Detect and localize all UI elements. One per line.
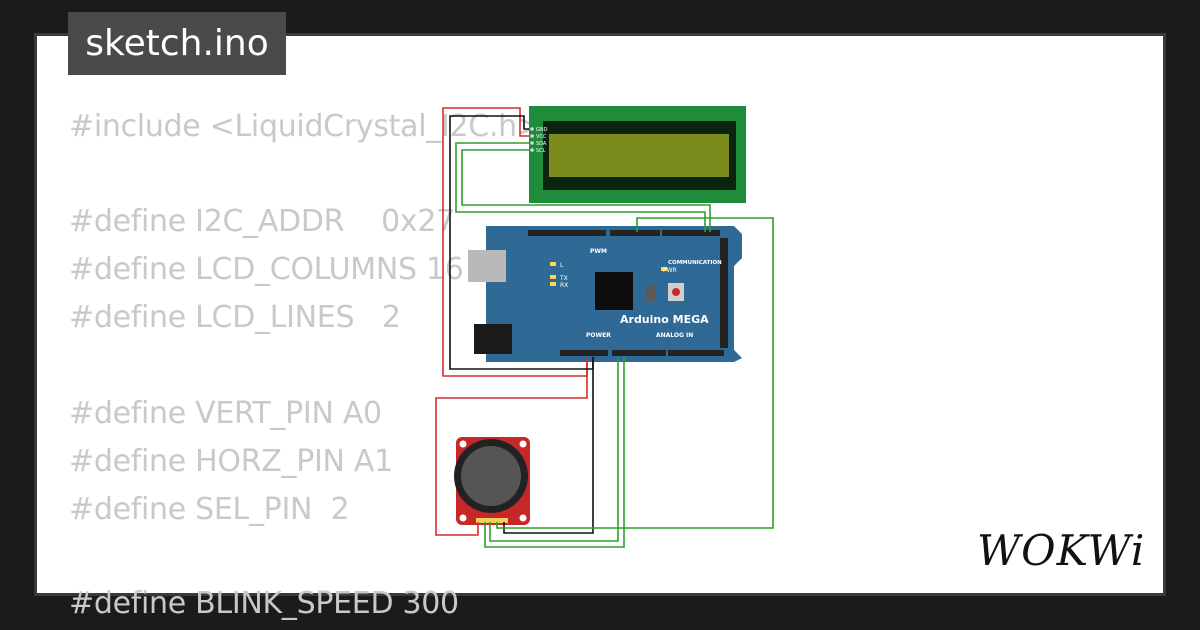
led-l-label: L <box>560 262 564 269</box>
arduino-mega-board[interactable]: L TX RX PWR PWM COMMUNICATION POWER ANAL… <box>468 226 742 362</box>
wokwi-logo: WOKWi <box>977 526 1145 575</box>
lcd-display[interactable]: GND VCC SDA SCL <box>529 106 746 203</box>
lcd-pin-label: GND <box>536 127 548 133</box>
file-tab[interactable]: sketch.ino <box>68 12 286 75</box>
joystick-knob[interactable] <box>461 446 521 506</box>
code-line: #define BLINK_SPEED 300 <box>69 586 459 621</box>
lcd-pin-label: SDA <box>536 141 547 147</box>
communication-label: COMMUNICATION <box>668 260 722 266</box>
code-line: #include <LiquidCrystal_I2C.h> <box>69 109 542 144</box>
led-pwr-label: PWR <box>663 267 677 274</box>
wires <box>435 107 774 548</box>
analog-joystick[interactable] <box>454 437 530 525</box>
analog-in-label: ANALOG IN <box>656 332 693 339</box>
lcd-pin-label: VCC <box>536 134 547 140</box>
led-tx-label: TX <box>559 275 568 282</box>
lcd-pin-label: SCL <box>536 148 546 154</box>
code-line: #define HORZ_PIN A1 <box>69 444 393 479</box>
code-line: #define I2C_ADDR 0x27 <box>69 204 455 239</box>
usb-port <box>468 250 506 282</box>
power-label: POWER <box>586 332 611 339</box>
board-name-label: Arduino MEGA <box>620 313 709 326</box>
led-rx-label: RX <box>560 282 568 289</box>
chip <box>595 272 633 310</box>
code-line: #define LCD_COLUMNS 16 <box>69 252 464 287</box>
code-line: #define SEL_PIN 2 <box>69 492 350 527</box>
code-line: #define VERT_PIN A0 <box>69 396 382 431</box>
logo-text: WOKWi <box>977 526 1145 575</box>
power-jack <box>474 324 512 354</box>
pwm-label: PWM <box>590 248 607 255</box>
code-line: #define LCD_LINES 2 <box>69 300 401 335</box>
